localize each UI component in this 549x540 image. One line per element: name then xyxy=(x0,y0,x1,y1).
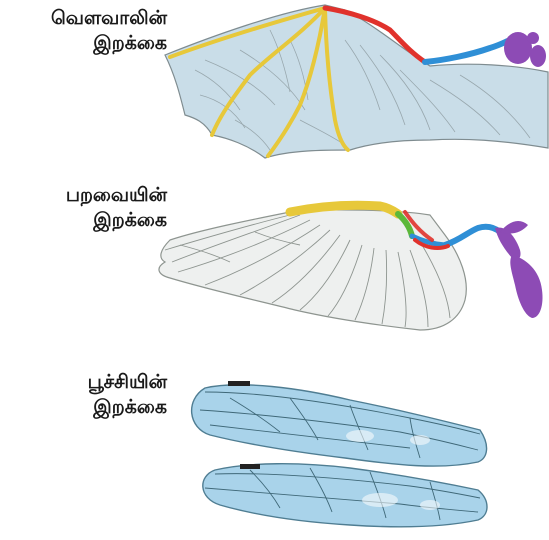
bat-radius-ulna xyxy=(425,40,510,62)
insect-forewing xyxy=(192,385,487,466)
insect-wings-drawing xyxy=(192,381,487,527)
insect-hindwing xyxy=(203,464,487,527)
bat-shoulder-bones xyxy=(504,32,546,67)
bird-shoulder-bones xyxy=(495,221,543,318)
bird-wing-drawing xyxy=(159,205,543,330)
bat-wing-drawing xyxy=(165,5,548,158)
bird-humerus-main xyxy=(445,227,500,245)
forewing-stigma xyxy=(228,381,250,386)
bat-wing-membrane xyxy=(165,5,548,158)
hindwing-stigma xyxy=(240,464,260,469)
